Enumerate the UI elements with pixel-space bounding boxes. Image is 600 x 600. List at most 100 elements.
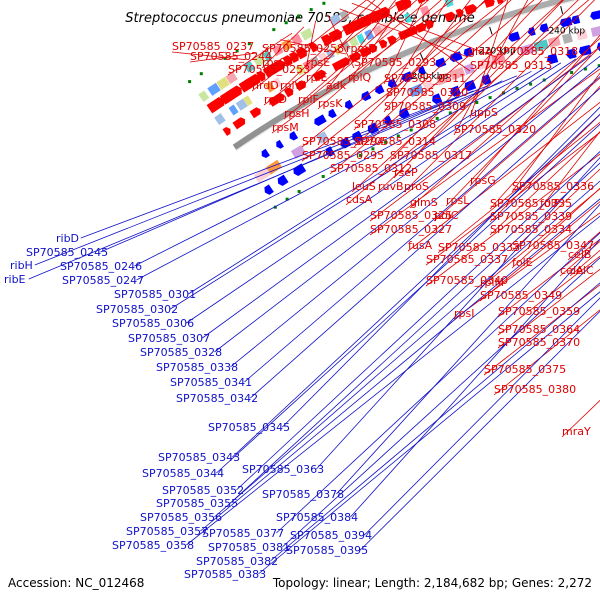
forward-gene-label: rpsH xyxy=(284,107,310,120)
cog-category-block xyxy=(272,77,283,89)
forward-gene-label: rpmD xyxy=(346,42,377,55)
forward-gene-label: rpsM xyxy=(272,121,299,134)
reverse-gene-arrow-inner xyxy=(277,174,289,187)
forward-label-leader xyxy=(497,238,600,318)
forward-label-leader xyxy=(539,130,600,210)
reverse-gene-label: SP70585_0328 xyxy=(140,346,222,359)
reverse-label-leader xyxy=(276,232,600,534)
cog-category-block-inner xyxy=(547,36,561,48)
forward-label-leader xyxy=(483,284,600,376)
reverse-gene-arrow xyxy=(328,108,337,119)
reverse-gene-label: ribE xyxy=(4,273,26,286)
forward-gene-arrow xyxy=(417,0,426,4)
reverse-label-leader xyxy=(186,58,577,324)
reverse-label-leader xyxy=(200,198,600,532)
forward-gene-label: SP70585_0293 xyxy=(354,56,436,69)
cog-category-block-outer xyxy=(225,71,238,85)
forward-gene-label: celB xyxy=(568,248,591,261)
cog-category-block-inner xyxy=(477,56,494,70)
cog-category-block xyxy=(235,98,248,111)
reverse-gene-label: SP70585_0358 xyxy=(112,539,194,552)
forward-label-leader xyxy=(409,37,600,209)
gc-skew-outer-mark xyxy=(297,14,301,18)
forward-gene-arrow-inner xyxy=(275,92,285,103)
forward-gene-arrow-inner xyxy=(249,107,261,119)
gc-skew-outer-mark xyxy=(272,28,276,32)
scale-tick-label: 200 kbp xyxy=(411,72,448,82)
reverse-gene-label: SP70585_0343 xyxy=(158,451,240,464)
reverse-gene-label: SP70585_0342 xyxy=(176,392,258,405)
gc-skew-outer-mark xyxy=(223,56,227,60)
forward-gene-label: rpsK xyxy=(318,97,343,110)
reverse-gene-arrow-inner xyxy=(264,184,274,195)
cog-category-block-inner xyxy=(519,43,536,56)
forward-gene-label: glmS xyxy=(410,196,438,209)
reverse-gene-arrow-inner xyxy=(578,44,592,56)
gc-skew-inner-mark xyxy=(384,140,388,144)
reverse-gene-arrow xyxy=(435,57,447,68)
forward-gene-arrow-inner xyxy=(378,39,388,49)
forward-gene-label: SP70585_0380 xyxy=(494,383,576,396)
forward-label-leader xyxy=(189,52,258,63)
reverse-gene-label: SP70585_0246 xyxy=(60,260,142,273)
reverse-label-leader xyxy=(270,282,600,562)
cog-category-block xyxy=(265,81,276,93)
reverse-label-leader xyxy=(236,151,600,491)
reverse-gene-label: SP70585_0382 xyxy=(196,555,278,568)
cog-category-block-outer xyxy=(339,9,350,22)
gc-skew-inner-mark xyxy=(448,111,452,115)
reverse-gene-arrow-inner xyxy=(293,163,307,177)
forward-gene-label: SP70585_0310 xyxy=(386,86,468,99)
forward-gene-label: leuS xyxy=(352,180,376,193)
forward-label-leader xyxy=(171,51,246,61)
gc-skew-inner-mark xyxy=(570,71,574,74)
cog-category-block-inner xyxy=(316,131,329,144)
reverse-label-leader xyxy=(250,87,600,399)
forward-label-leader xyxy=(445,46,600,207)
reverse-gene-label: SP70585_0355 xyxy=(156,497,238,510)
cog-category-block xyxy=(348,36,360,48)
reverse-gene-arrow-inner xyxy=(547,53,559,65)
forward-label-leader xyxy=(385,0,448,99)
forward-gene-arrow xyxy=(295,47,307,60)
reverse-gene-label: ribH xyxy=(10,259,33,272)
gc-skew-inner-mark xyxy=(435,116,439,120)
forward-gene-label: SP70585_0258 xyxy=(262,42,344,55)
forward-gene-label: SP70585_0364 xyxy=(498,323,580,336)
gc-skew-inner-mark xyxy=(597,64,600,68)
cog-category-block-outer xyxy=(290,33,303,46)
scale-tick-label: 240 kbp xyxy=(548,26,585,36)
reverse-label-leader xyxy=(282,257,600,548)
reverse-label-leader xyxy=(80,96,460,239)
forward-label-leader xyxy=(377,0,579,193)
forward-label-leader xyxy=(347,0,407,84)
forward-gene-label: SP70585_0314 xyxy=(354,135,436,148)
forward-gene-label: rplW xyxy=(280,79,306,92)
forward-gene-label: SP70585_0349 xyxy=(480,289,562,302)
cog-category-block-outer xyxy=(262,50,273,62)
forward-gene-label: SP70585_0244 xyxy=(190,50,272,63)
forward-label-leader xyxy=(497,268,600,349)
reverse-label-leader xyxy=(186,215,600,546)
forward-label-leader xyxy=(305,0,385,84)
forward-gene-arrow xyxy=(320,34,332,47)
forward-gene-label: folP xyxy=(540,197,561,210)
forward-gene-label: SP70585_0375 xyxy=(484,363,566,376)
forward-gene-label: SP70585_0253 xyxy=(228,63,310,76)
gc-skew-inner-mark xyxy=(396,134,400,138)
reverse-gene-arrow-inner xyxy=(596,42,600,52)
reverse-label-leader xyxy=(28,75,517,280)
forward-gene-label: SP70585_0294 xyxy=(302,135,384,148)
reverse-label-leader xyxy=(34,85,488,266)
reverse-gene-label: SP70585_0377 xyxy=(202,527,284,540)
cog-category-block-outer xyxy=(207,82,221,96)
forward-gene-arrow-inner xyxy=(339,57,350,68)
forward-gene-label: rpsG xyxy=(470,174,496,187)
forward-label-leader xyxy=(353,0,512,148)
cog-category-block-outer xyxy=(216,76,230,90)
forward-label-leader xyxy=(479,188,600,289)
reverse-gene-label: SP70585_0341 xyxy=(170,376,252,389)
gc-skew-outer-mark xyxy=(247,42,251,46)
reverse-gene-arrow xyxy=(276,139,284,149)
